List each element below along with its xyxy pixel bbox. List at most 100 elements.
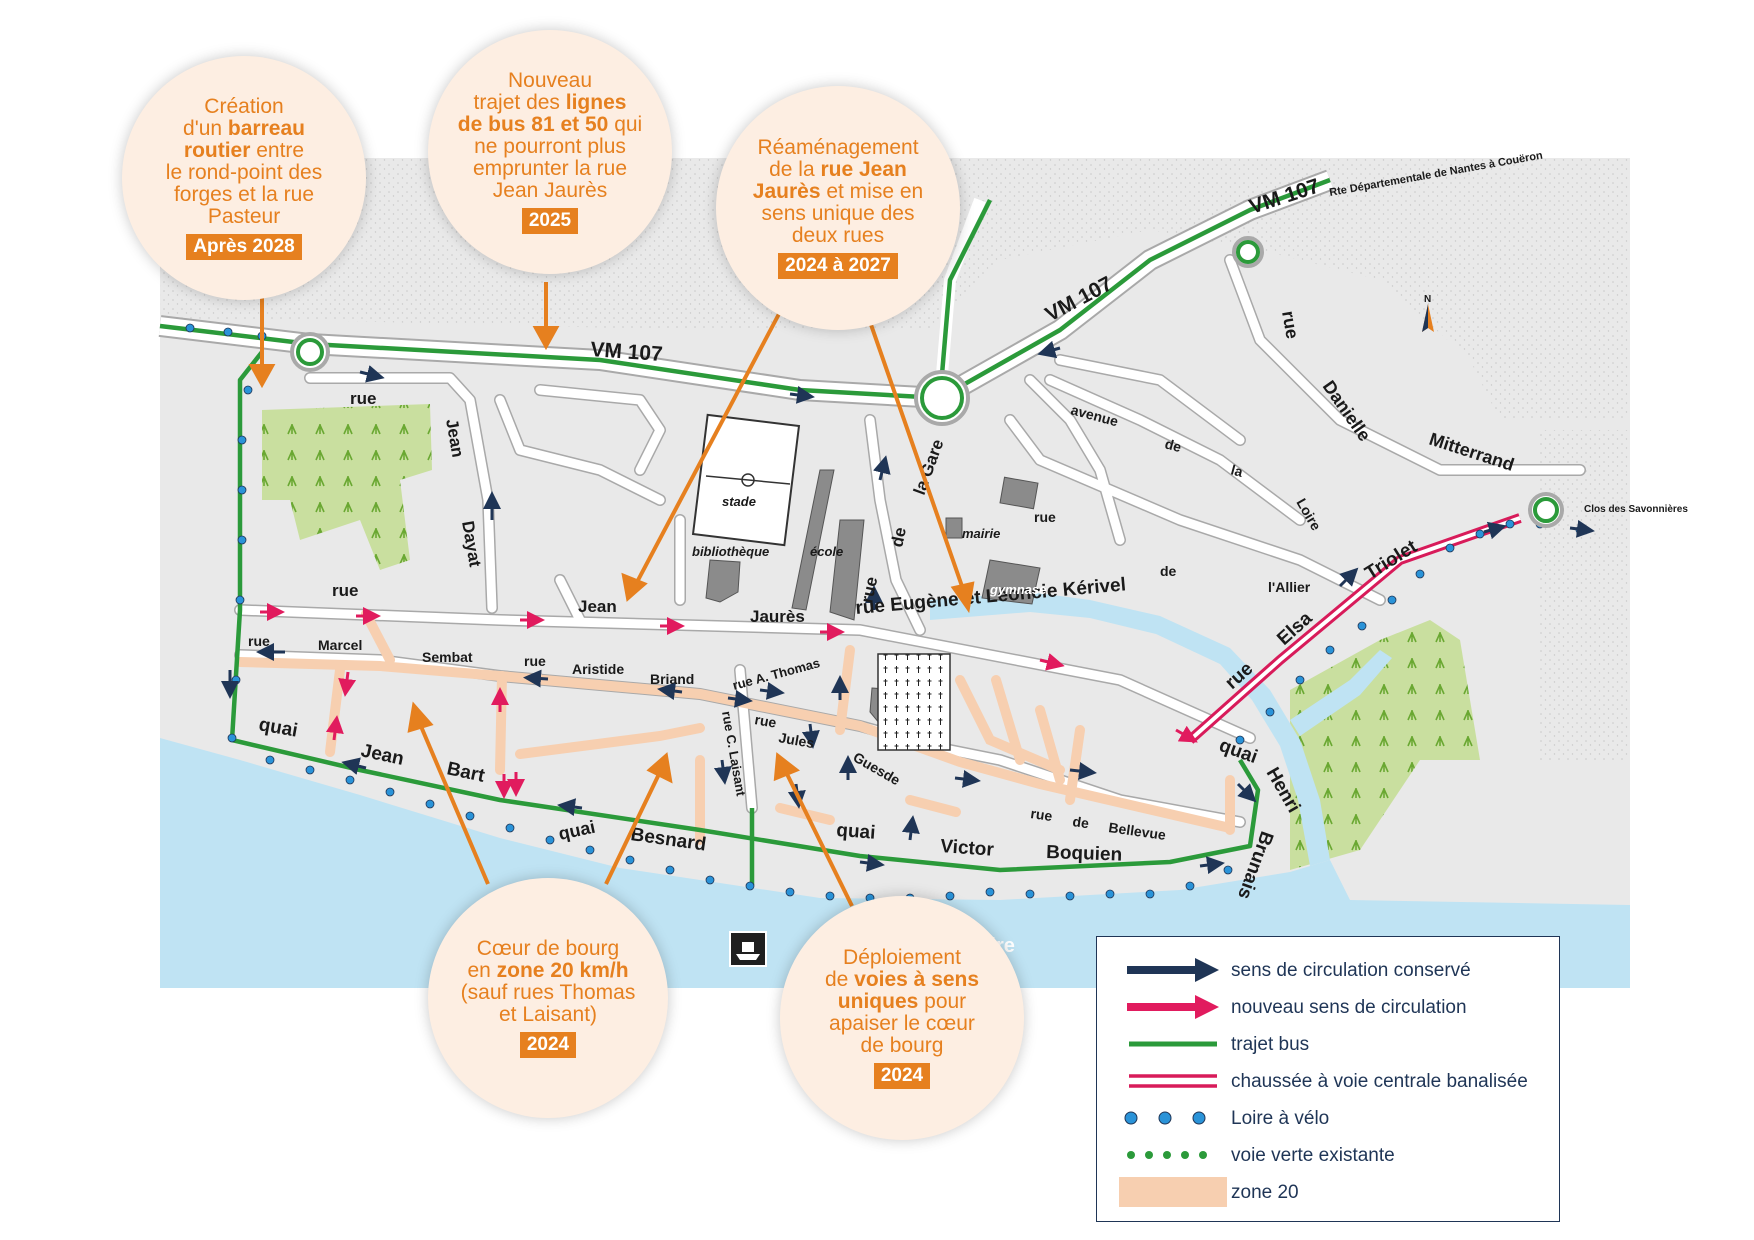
label-marcel-1: rue (248, 633, 270, 649)
legend-item-conserve: sens de circulation conservé (1097, 955, 1559, 985)
east-fields (1540, 430, 1630, 760)
north-arrow-icon: N (1422, 294, 1434, 332)
legend-label: trajet bus (1231, 1034, 1310, 1055)
callout-line: deux rues (791, 224, 885, 247)
buildings (691, 413, 1041, 751)
label-guesde-2: Jules (777, 729, 815, 751)
label-loire-2: de (1163, 435, 1183, 455)
callout-line: sens unique des (761, 202, 915, 225)
label-vm107-west: VM 107 (590, 338, 664, 366)
callout-line: emprunter la rue (472, 157, 628, 180)
legend-item-chaussee: chaussée à voie centrale banalisée (1097, 1066, 1559, 1096)
label-rue-jaures-1: rue (332, 581, 358, 600)
label-marcel-3: Sembat (422, 649, 473, 665)
callout-line: Déploiement (843, 946, 961, 969)
legend-item-bus: trajet bus (1097, 1029, 1559, 1059)
label-clos: Clos des Savonnières (1584, 504, 1688, 515)
label-loire-3: la (1229, 461, 1245, 480)
label-rue-dayat-1: rue (350, 389, 376, 408)
legend-label: chaussée à voie centrale banalisée (1231, 1071, 1528, 1092)
label-briand-2: Aristide (572, 661, 624, 677)
callout-line: de voies à sens (824, 968, 980, 991)
double-line-icon (1129, 1074, 1217, 1088)
callout-line: Jaurès et mise en (752, 180, 924, 203)
label-rue-gare-2: de (887, 525, 910, 548)
callout-year-badge: 2024 (519, 1032, 577, 1058)
label-allier-3: l'Allier (1268, 579, 1311, 595)
callout-line: routier entre (183, 139, 305, 162)
legend-label: nouveau sens de circulation (1231, 997, 1467, 1018)
label-briand-1: rue (524, 653, 546, 669)
callout-year-badge: 2024 à 2027 (778, 253, 898, 279)
callout-line: trajet des lignes (473, 91, 627, 114)
label-marcel-2: Marcel (318, 637, 362, 653)
callout-line: Cœur de bourg (476, 937, 620, 960)
arrows-sens-conserve (221, 340, 1595, 875)
label-rue-jaures-2: Jean (578, 597, 617, 616)
arrows-nouveau-sens (260, 603, 1198, 799)
callout-line: uniques pour (837, 990, 967, 1013)
canal (930, 592, 1330, 866)
cemetery (877, 653, 951, 751)
bus-line-icon (1129, 1041, 1217, 1047)
label-boquien-2: Victor (940, 836, 995, 861)
label-stade: stade (722, 494, 756, 509)
callout-line: forges et la rue (173, 183, 315, 206)
label-boquien-1: quai (836, 820, 876, 844)
callout-pointers (248, 282, 975, 907)
callout-line: Nouveau (507, 69, 593, 92)
callout-year-badge: 2024 (873, 1063, 931, 1089)
blue-dots-icon (1124, 1111, 1206, 1125)
svg-text:N: N (1424, 294, 1431, 305)
legend-label: zone 20 (1231, 1182, 1299, 1203)
label-boquien-3: Boquien (1046, 842, 1123, 866)
zone20-swatch-icon (1119, 1177, 1227, 1207)
label-mairie: mairie (962, 526, 1000, 541)
label-briand-3: Briand (650, 671, 694, 687)
arrow-red-icon (1127, 995, 1219, 1019)
park-east (1290, 620, 1480, 870)
label-allier-2: de (1160, 563, 1177, 579)
callout-line: de la rue Jean (769, 158, 907, 181)
callout-year-badge: 2025 (521, 208, 579, 234)
callout-line: Jean Jaurès (492, 179, 608, 202)
callout-line: apaiser le cœur (829, 1012, 975, 1035)
label-ecole: école (810, 544, 843, 559)
green-dots-icon (1127, 1151, 1207, 1159)
callout-line: d'un barreau (183, 117, 305, 140)
legend-label: sens de circulation conservé (1231, 960, 1471, 981)
callout-line: le rond-point des (165, 161, 323, 184)
legend-item-zone20: zone 20 (1097, 1177, 1559, 1207)
callout-line: en zone 20 km/h (467, 959, 629, 982)
label-danielle-1: rue (1278, 309, 1303, 340)
legend-label: voie verte existante (1231, 1145, 1395, 1166)
callout-line: ne pourront plus (474, 135, 626, 158)
map-legend: sens de circulation conservé nouveau sen… (1096, 936, 1560, 1222)
callout-line: Pasteur (207, 205, 281, 228)
callout-line: (sauf rues Thomas (460, 981, 636, 1004)
callout-line: Réaménagement (757, 136, 919, 159)
legend-item-verte: voie verte existante (1097, 1140, 1559, 1170)
label-guesde-1: rue (753, 711, 777, 731)
park-northwest (262, 404, 432, 570)
legend-item-velo: Loire à vélo (1097, 1103, 1559, 1133)
label-bibliotheque: bibliothèque (692, 544, 769, 559)
label-bellevue-3: Bellevue (1108, 819, 1167, 843)
stream-east (1290, 650, 1392, 736)
zone-20-streets (235, 609, 1235, 845)
legend-item-nouveau: nouveau sens de circulation (1097, 992, 1559, 1022)
callout-line: de bourg (860, 1034, 944, 1057)
label-gymnase: gymnase (989, 582, 1046, 597)
label-rue-jaures-3: Jaurès (750, 607, 805, 626)
ferry-icon (729, 931, 767, 967)
callout-line: Création (204, 95, 284, 118)
loire-a-velo-route (185, 323, 1585, 903)
label-allier-1: rue (1034, 509, 1056, 525)
label-bellevue-1: rue (1030, 805, 1054, 824)
legend-label: Loire à vélo (1231, 1108, 1330, 1129)
